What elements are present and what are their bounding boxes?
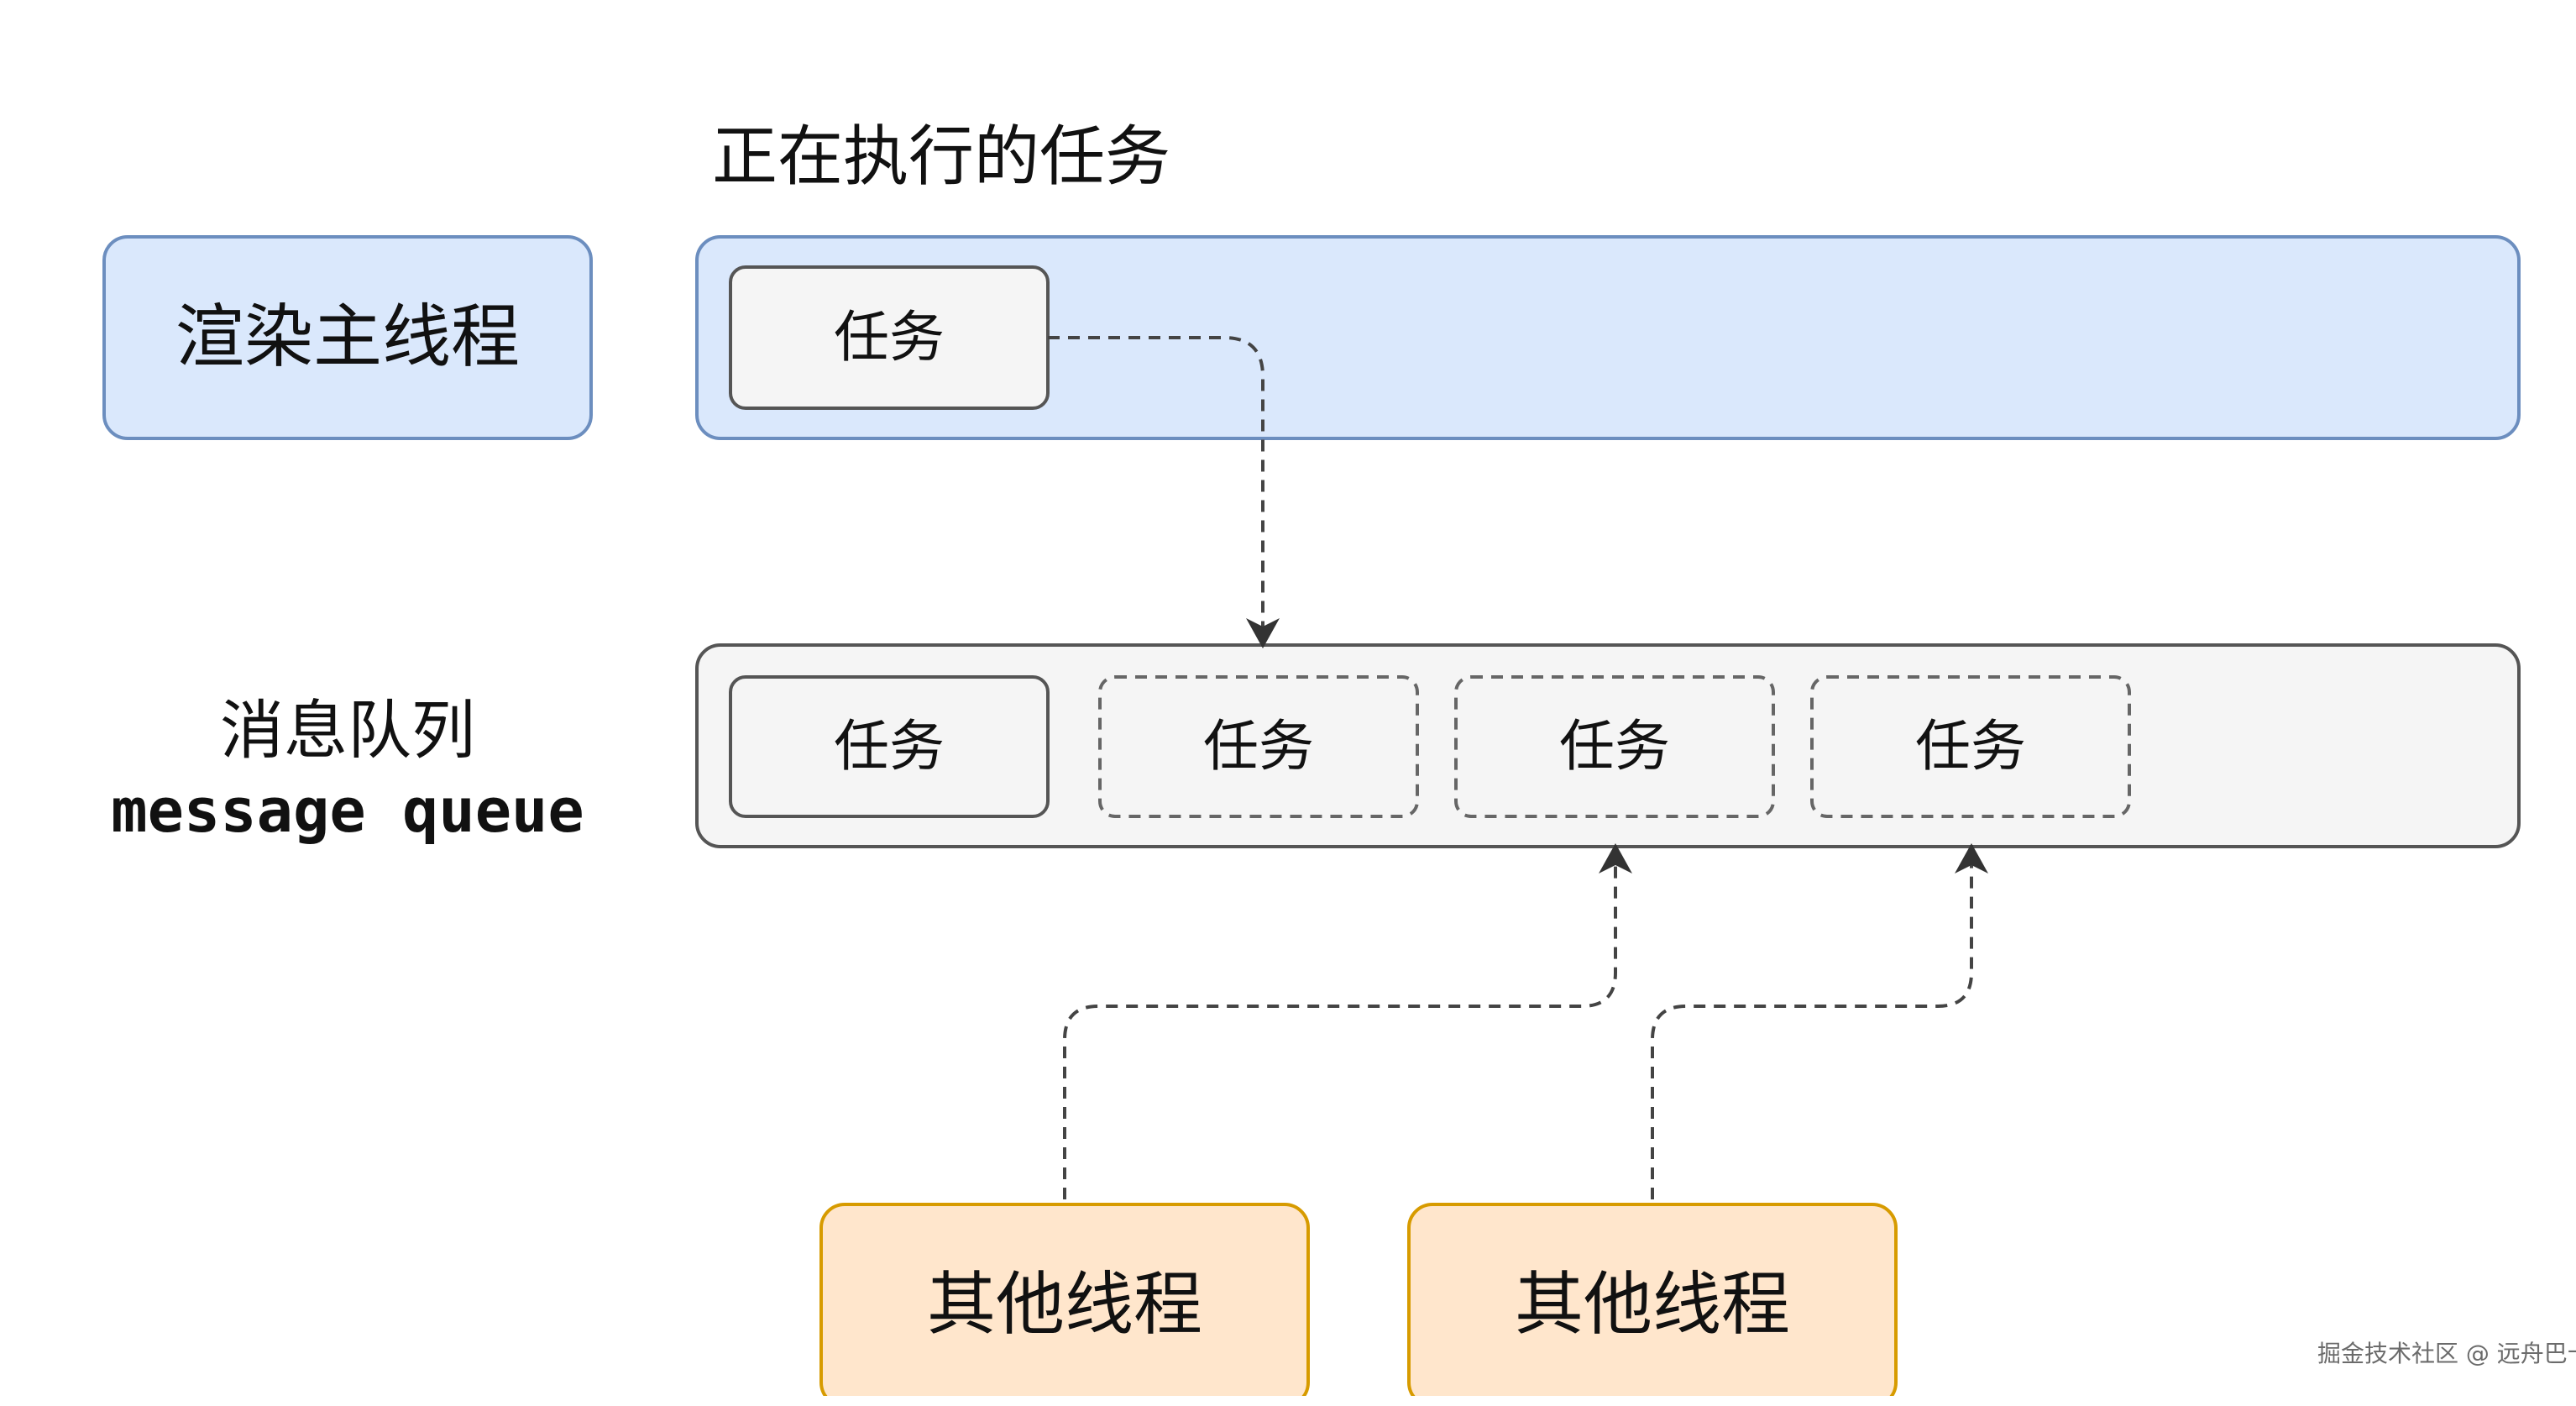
executing-task-title: 正在执行的任务 — [712, 119, 1171, 195]
other-thread-label-1: 其他线程 — [926, 1265, 1202, 1345]
executing-lane — [695, 235, 2521, 440]
watermark: 掘金技术社区 @ 远舟巴卡 — [2317, 1340, 2576, 1367]
queue-task-box-3 — [1454, 675, 1775, 818]
connector-executing-to-queue — [1048, 336, 1280, 648]
other-thread-box-1 — [819, 1203, 1310, 1396]
message-queue-label-cn: 消息队列 — [220, 693, 475, 768]
render-main-thread-label: 渲染主线程 — [175, 297, 520, 377]
queue-task-label-1: 任务 — [834, 714, 945, 779]
queue-task-box-4 — [1810, 675, 2131, 818]
executing-task-label: 任务 — [834, 305, 945, 370]
queue-task-box-1 — [729, 675, 1050, 818]
other-thread-label-2: 其他线程 — [1514, 1265, 1790, 1345]
message-queue-label-en: message queue — [111, 775, 584, 846]
connector-other-thread-2-to-queue — [1651, 843, 1988, 1199]
render-main-thread-box — [102, 235, 593, 440]
other-thread-box-2 — [1407, 1203, 1898, 1396]
queue-task-box-2 — [1098, 675, 1419, 818]
connector-other-thread-1-to-queue — [1063, 843, 1632, 1199]
queue-task-label-3: 任务 — [1559, 714, 1670, 779]
queue-task-label-2: 任务 — [1203, 714, 1314, 779]
queue-task-label-4: 任务 — [1915, 714, 2026, 779]
